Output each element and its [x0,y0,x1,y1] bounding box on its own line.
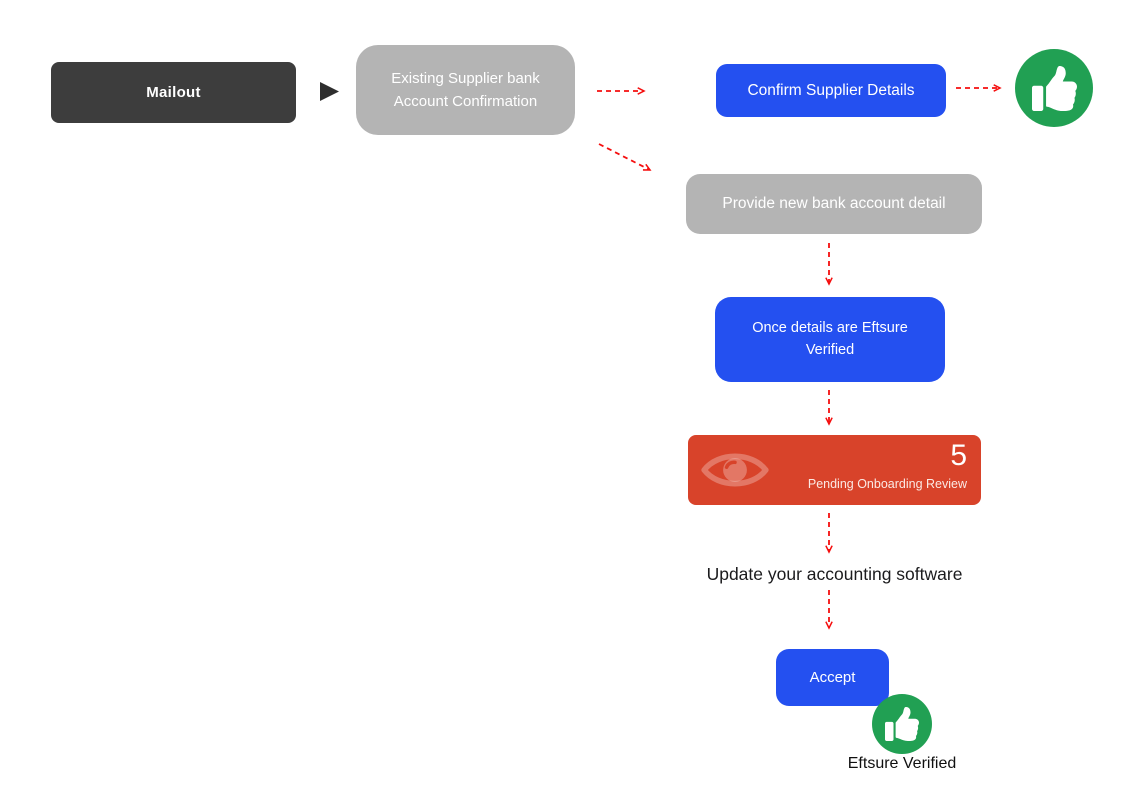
eftsure-verified-caption: Eftsure Verified [847,755,957,772]
update-software-text: Update your accounting software [706,564,963,584]
pending-onboarding-review-tile[interactable]: 5 Pending Onboarding Review [688,435,981,505]
pending-count: 5 [950,439,967,472]
once-details-verified-button[interactable]: Once details are Eftsure Verified [715,297,945,382]
thumbs-up-icon [885,707,919,741]
eftsure-verified-thumbs-up-badge [872,694,932,754]
provide-new-bank-node: Provide new bank account detail [686,174,982,234]
verified-thumbs-up-badge [1015,49,1093,127]
play-triangle-icon [320,82,339,101]
accept-button[interactable]: Accept [776,649,889,706]
thumbs-up-icon [1031,65,1077,111]
confirm-supplier-details-button[interactable]: Confirm Supplier Details [716,64,946,117]
eye-icon [701,453,769,487]
mailout-node: Mailout [51,62,296,123]
connector-mailout-to-newbank [598,143,652,171]
pending-tile-label: Pending Onboarding Review [807,477,967,491]
existing-supplier-node: Existing Supplier bank Account Confirmat… [356,45,575,135]
